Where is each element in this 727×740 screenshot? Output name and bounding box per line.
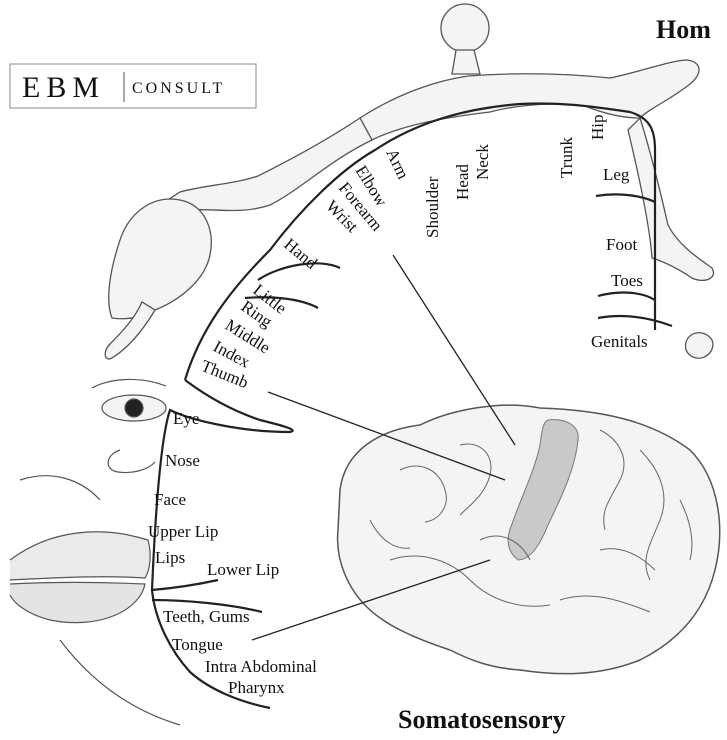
- label-foot: Foot: [606, 235, 637, 254]
- title-bottom: Somatosensory: [398, 705, 566, 734]
- homunculus-leg: [628, 118, 714, 280]
- homunculus-head: [441, 4, 489, 52]
- homunculus-hand: [109, 199, 212, 319]
- strip-notch-genitals: [598, 316, 672, 326]
- strip-notch-hand: [258, 263, 340, 280]
- label-neck: Neck: [473, 144, 492, 180]
- face-cheek: [20, 476, 100, 500]
- label-upper-lip: Upper Lip: [148, 522, 218, 541]
- face-lower-lip: [10, 583, 145, 623]
- homunculus-torso: [360, 60, 699, 140]
- homunculus-neck: [452, 50, 480, 74]
- strip-notch-toes: [598, 293, 655, 300]
- label-nose: Nose: [165, 451, 200, 470]
- label-leg: Leg: [603, 165, 630, 184]
- strip-notch-lower-lip: [152, 580, 218, 590]
- label-shoulder: Shoulder: [423, 176, 442, 238]
- homunculus-genitals: [685, 333, 712, 359]
- label-tongue: Tongue: [172, 635, 223, 654]
- label-pharynx: Pharynx: [228, 678, 285, 697]
- face-upper-lip: [10, 532, 150, 580]
- label-head: Head: [453, 164, 472, 200]
- label-toes: Toes: [611, 271, 643, 290]
- label-lips: Lips: [155, 548, 185, 567]
- face-eye-pupil: [125, 399, 143, 417]
- label-arm: Arm: [382, 146, 412, 182]
- label-eye: Eye: [173, 409, 199, 428]
- label-genitals: Genitals: [591, 332, 648, 351]
- face-jaw: [60, 640, 180, 725]
- label-trunk: Trunk: [557, 137, 576, 178]
- label-face: Face: [154, 490, 186, 509]
- label-teeth-gums: Teeth, Gums: [163, 607, 250, 626]
- brain-sketch: [338, 405, 720, 674]
- logo-ebm-text: EBM: [22, 71, 105, 104]
- label-lower-lip: Lower Lip: [207, 560, 279, 579]
- logo-consult-text: CONSULT: [132, 80, 225, 97]
- face-eyebrow: [92, 379, 166, 388]
- label-hip: Hip: [588, 115, 607, 141]
- ebm-consult-logo: EBM CONSULT: [10, 64, 256, 108]
- title-top: Hom: [656, 15, 711, 44]
- label-intra-abdominal: Intra Abdominal: [205, 657, 317, 676]
- face-nose: [108, 450, 155, 473]
